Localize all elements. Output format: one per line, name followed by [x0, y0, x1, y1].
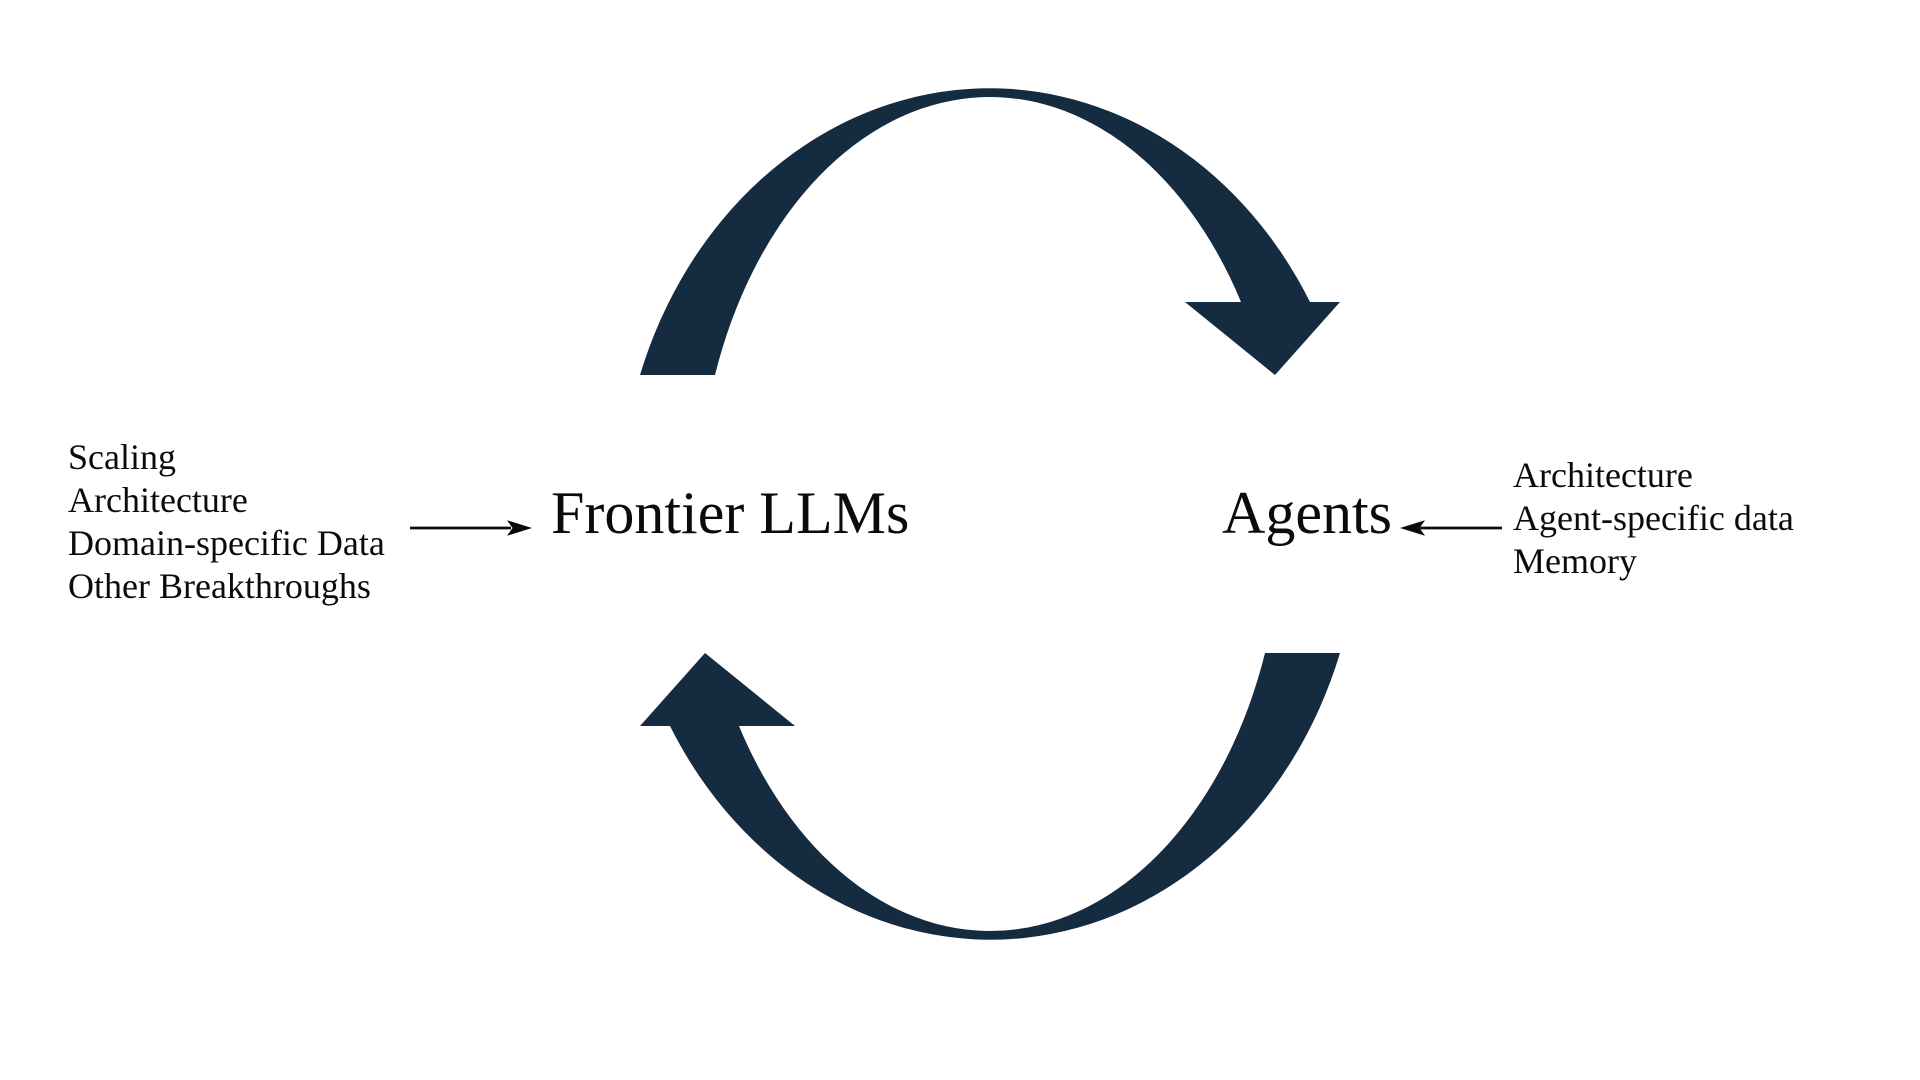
list-item: Domain-specific Data	[68, 523, 385, 563]
frontier-inputs-list: Scaling Architecture Domain-specific Dat…	[68, 436, 385, 608]
arrow-right-icon	[410, 520, 532, 536]
list-item: Other Breakthroughs	[68, 566, 371, 606]
agents-inputs-list: Architecture Agent-specific data Memory	[1513, 454, 1794, 583]
cycle-arrow-bottom-icon	[640, 653, 1340, 940]
agents-label: Agents	[1222, 480, 1392, 546]
arrow-left-icon	[1400, 520, 1502, 536]
cycle-arrow-top-icon	[640, 88, 1340, 376]
list-item: Architecture	[68, 480, 248, 520]
list-item: Memory	[1513, 541, 1637, 581]
list-item: Agent-specific data	[1513, 498, 1794, 538]
list-item: Architecture	[1513, 455, 1693, 495]
list-item: Scaling	[68, 437, 176, 477]
frontier-llms-label: Frontier LLMs	[551, 480, 910, 546]
